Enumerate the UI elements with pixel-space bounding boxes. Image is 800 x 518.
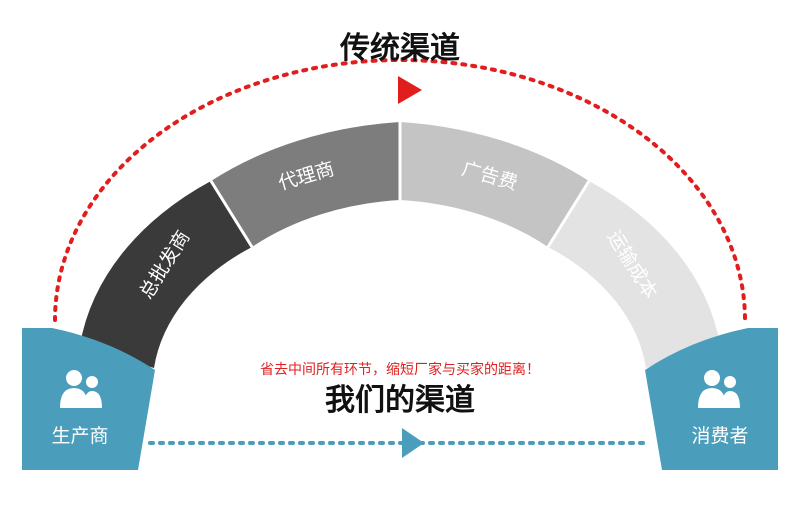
blue-arrow-icon: [402, 428, 424, 458]
segments-group: [80, 122, 720, 368]
traditional-channel-arc: [53, 58, 747, 322]
our-channel-title: 我们的渠道: [325, 383, 475, 418]
segment-advertising: [400, 122, 589, 247]
consumer-label: 消费者: [691, 425, 748, 447]
segment-transport: [548, 181, 720, 368]
slogan-text: 省去中间所有环节，缩短厂家与买家的距离！: [260, 361, 540, 378]
people-icon: [60, 370, 102, 408]
segment-agent: [211, 122, 400, 247]
producer-label: 生产商: [51, 425, 108, 447]
traditional-channel-title: 传统渠道: [339, 31, 460, 66]
people-icon: [698, 370, 740, 408]
segment-wholesaler: [80, 181, 252, 368]
red-arrow-icon: [398, 76, 422, 104]
